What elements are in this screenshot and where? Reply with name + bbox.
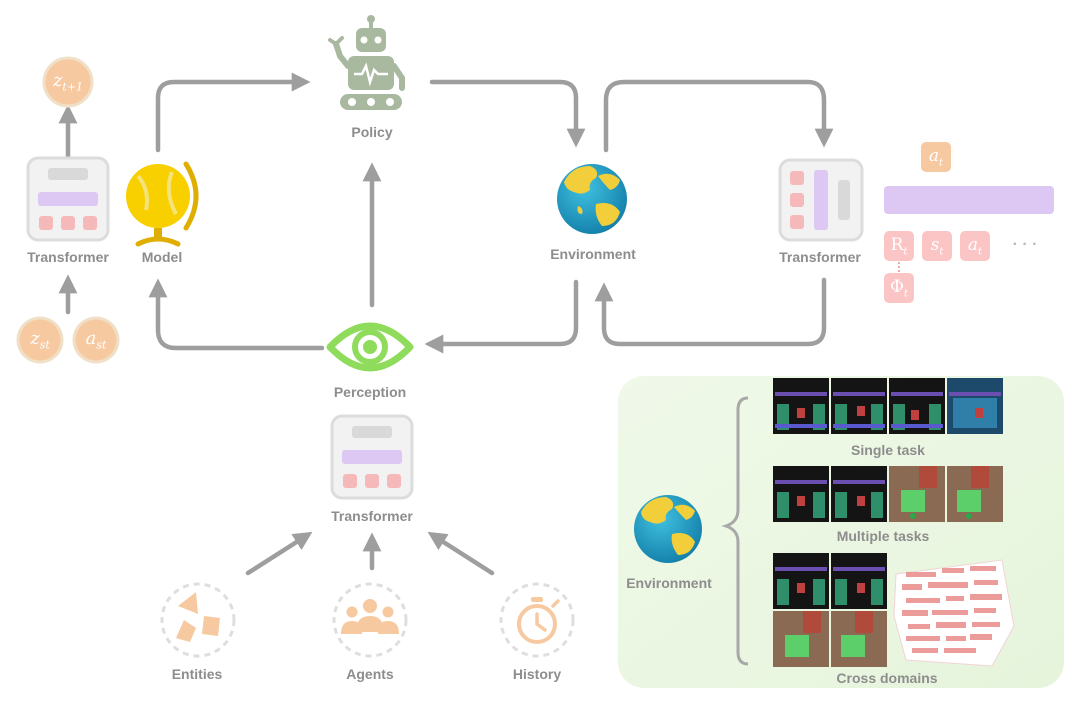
arrow-environment-to-transformer: [603, 79, 834, 153]
token-label-z-st: zst: [30, 328, 50, 352]
cross-domains-frames: [773, 553, 1015, 667]
token-a-t-top: [921, 142, 951, 172]
token-s-t: [922, 231, 952, 261]
token-label-phi-t: Φt: [890, 277, 908, 300]
token-label-a-t: at: [967, 235, 983, 258]
arrow-transformer-to-environment: [594, 277, 827, 347]
label-policy: Policy: [351, 124, 393, 140]
token-label-R-t: Rt: [890, 235, 908, 258]
label-environment-panel: Environment: [626, 575, 712, 591]
label-history: History: [512, 666, 562, 682]
label-perception: Perception: [333, 384, 407, 400]
label-transformer-bottom: Transformer: [331, 508, 413, 524]
entities-icon: [160, 582, 236, 658]
arrow-policy-to-environment: [429, 79, 586, 148]
transformer-block-icon: [778, 158, 864, 242]
label-entities: Entities: [171, 666, 223, 682]
arrow-perception-to-model: [148, 278, 325, 351]
label-single-task: Single task: [851, 442, 925, 458]
eye-icon: [326, 322, 414, 372]
arrows: [58, 72, 834, 576]
token-ellipsis: · · ·: [1012, 236, 1038, 253]
transformer-block-icon: [330, 414, 414, 500]
label-environment-top: Environment: [550, 246, 636, 262]
token-z-next: [42, 56, 94, 108]
label-multiple-tasks: Multiple tasks: [836, 528, 930, 544]
token-label-z-next: zt+1: [52, 70, 84, 94]
label-transformer-right: Transformer: [779, 249, 861, 265]
curly-brace: [721, 396, 749, 666]
globe-model-icon: [126, 161, 199, 247]
attention-bar: [884, 186, 1054, 214]
token-sequence: [884, 142, 1054, 303]
label-cross-domains: Cross domains: [836, 670, 938, 686]
token-R-t: [884, 231, 914, 261]
arrow-entities-to-transformer: [245, 531, 313, 576]
agents-icon: [332, 582, 408, 658]
robot-icon: [328, 15, 405, 110]
token-a-t: [960, 231, 990, 261]
earth-icon: [634, 495, 702, 563]
label-model: Model: [141, 249, 183, 265]
label-agents: Agents: [346, 666, 394, 682]
transformer-block-icon: [26, 156, 110, 242]
stopwatch-icon: [499, 582, 575, 658]
single-task-frames: [773, 378, 1003, 434]
token-label-a-st: ast: [85, 328, 107, 352]
multiple-tasks-frames: [773, 466, 1003, 522]
earth-icon: [557, 164, 627, 234]
label-transformer-left: Transformer: [27, 249, 109, 265]
token-circles: [16, 56, 120, 364]
token-a-st: [72, 316, 120, 364]
arrow-history-to-transformer: [427, 531, 495, 576]
token-phi-t: [884, 273, 914, 303]
token-label-s-t: st: [930, 235, 944, 258]
token-z-st: [16, 316, 64, 364]
arrow-environment-to-perception: [424, 279, 579, 354]
token-label-a-t-top: at: [928, 146, 944, 169]
arrow-model-to-policy: [155, 72, 311, 153]
